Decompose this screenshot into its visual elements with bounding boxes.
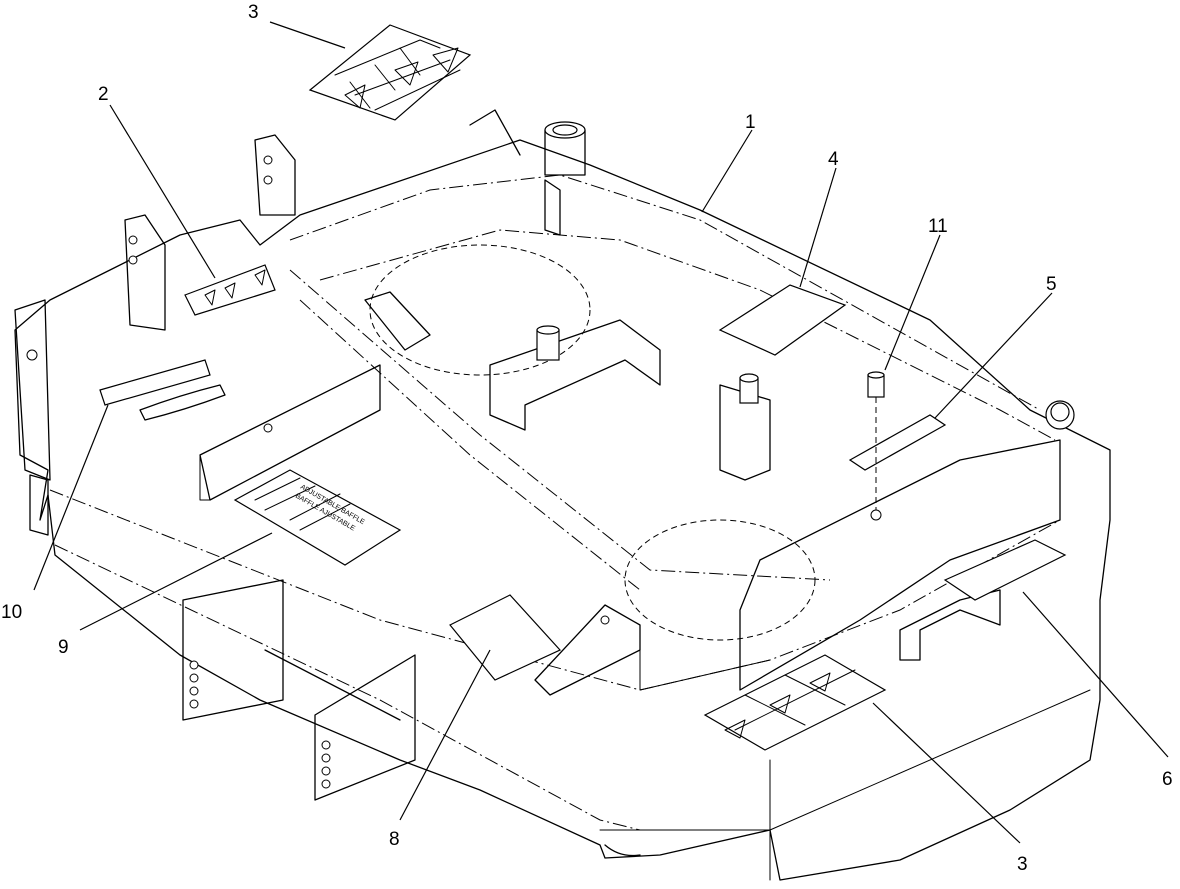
callout-labels: 3 2 1 4 11 5 10 9 8 3 6 bbox=[1, 2, 1173, 875]
callout-10: 10 bbox=[1, 602, 22, 623]
callout-9: 9 bbox=[58, 637, 69, 658]
callout-3-top: 3 bbox=[248, 2, 259, 23]
decal-3-bottom bbox=[703, 654, 887, 751]
right-blade-housing bbox=[624, 373, 1075, 691]
deck-top-plate bbox=[14, 139, 1111, 881]
plug-11 bbox=[867, 371, 885, 521]
leader-lines bbox=[33, 21, 1169, 844]
left-arms bbox=[14, 134, 296, 536]
front-lift-arms bbox=[182, 579, 641, 801]
callout-5: 5 bbox=[1046, 274, 1057, 295]
decal-9: ADJUSTABLE BAFFLE BAFFLE AJUSTABLE bbox=[233, 469, 402, 566]
center-baffle bbox=[199, 269, 831, 591]
callout-2: 2 bbox=[98, 84, 109, 105]
callout-3-bottom: 3 bbox=[1017, 854, 1028, 875]
decal-5 bbox=[848, 414, 947, 471]
decal-6 bbox=[943, 539, 1067, 601]
callout-6: 6 bbox=[1162, 769, 1173, 790]
decal-4 bbox=[718, 284, 847, 356]
callout-1: 1 bbox=[745, 112, 756, 133]
decal-10 bbox=[99, 359, 226, 421]
decal-3-top bbox=[308, 24, 472, 121]
callout-8: 8 bbox=[389, 829, 400, 850]
rear-pivot-bracket bbox=[469, 109, 586, 236]
decal-2 bbox=[184, 264, 276, 316]
left-blade-housing bbox=[364, 244, 661, 431]
decal-8 bbox=[449, 594, 561, 681]
callout-4: 4 bbox=[828, 149, 839, 170]
callout-11: 11 bbox=[928, 216, 948, 237]
